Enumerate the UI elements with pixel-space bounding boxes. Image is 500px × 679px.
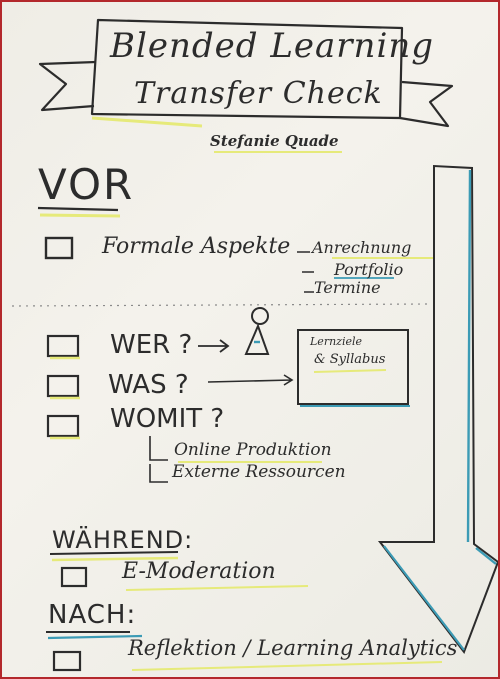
- checkbox-womit[interactable]: [46, 414, 80, 438]
- section-divider: [11, 303, 431, 307]
- title-line-1: Blended Learning: [110, 26, 434, 66]
- waehrend-underline-yellow: [51, 556, 179, 562]
- checkbox-highlights: [50, 356, 80, 440]
- banner-highlight: [91, 116, 203, 128]
- womit-bracket: [149, 436, 168, 483]
- womit-item-extern: Externe Ressourcen: [172, 462, 346, 482]
- sub-item-portfolio: Portfolio: [334, 260, 404, 279]
- question-wer: WER ?: [110, 330, 193, 360]
- womit-item-online: Online Produktion: [174, 440, 332, 460]
- box-label-lernziele: Lernziele: [310, 335, 363, 348]
- waehrend-underline: [49, 551, 179, 555]
- syllabus-box: [297, 329, 409, 405]
- author-name: Stefanie Quade: [210, 132, 339, 150]
- section-heading-nach: NACH:: [48, 600, 137, 630]
- question-womit: WOMIT ?: [110, 404, 225, 434]
- formal-aspects-label: Formale Aspekte: [102, 234, 291, 259]
- checkbox-was[interactable]: [46, 374, 80, 398]
- after-item-reflektion: Reflektion / Learning Analytics: [128, 636, 458, 660]
- checkbox-emoderation[interactable]: [60, 566, 88, 588]
- formal-dash: [297, 251, 314, 293]
- title-line-2: Transfer Check: [134, 76, 383, 111]
- section-heading-waehrend: WÄHREND:: [52, 526, 194, 554]
- vor-underline: [37, 206, 119, 212]
- was-arrow: [207, 374, 294, 386]
- sub-item-termine: Termine: [314, 278, 381, 297]
- checkbox-reflektion[interactable]: [52, 650, 82, 672]
- checkbox-formal[interactable]: [44, 236, 74, 260]
- box-label-syllabus: & Syllabus: [314, 352, 386, 367]
- wer-arrow: [198, 339, 230, 353]
- emod-underline: [125, 585, 309, 591]
- during-item-emoderation: E-Moderation: [122, 559, 276, 584]
- syllabus-underline: [313, 369, 387, 373]
- section-heading-vor: VOR: [38, 160, 135, 209]
- checkbox-wer[interactable]: [46, 334, 80, 358]
- timeline-arrow: [377, 164, 498, 655]
- question-was: WAS ?: [108, 370, 189, 400]
- title-banner: [38, 18, 454, 128]
- sub-item-anrechnung: Anrechnung: [312, 238, 412, 257]
- nach-underline-blue: [47, 634, 143, 640]
- person-icon: [244, 307, 270, 355]
- reflektion-underline: [131, 661, 443, 671]
- vor-underline-yellow: [39, 213, 121, 218]
